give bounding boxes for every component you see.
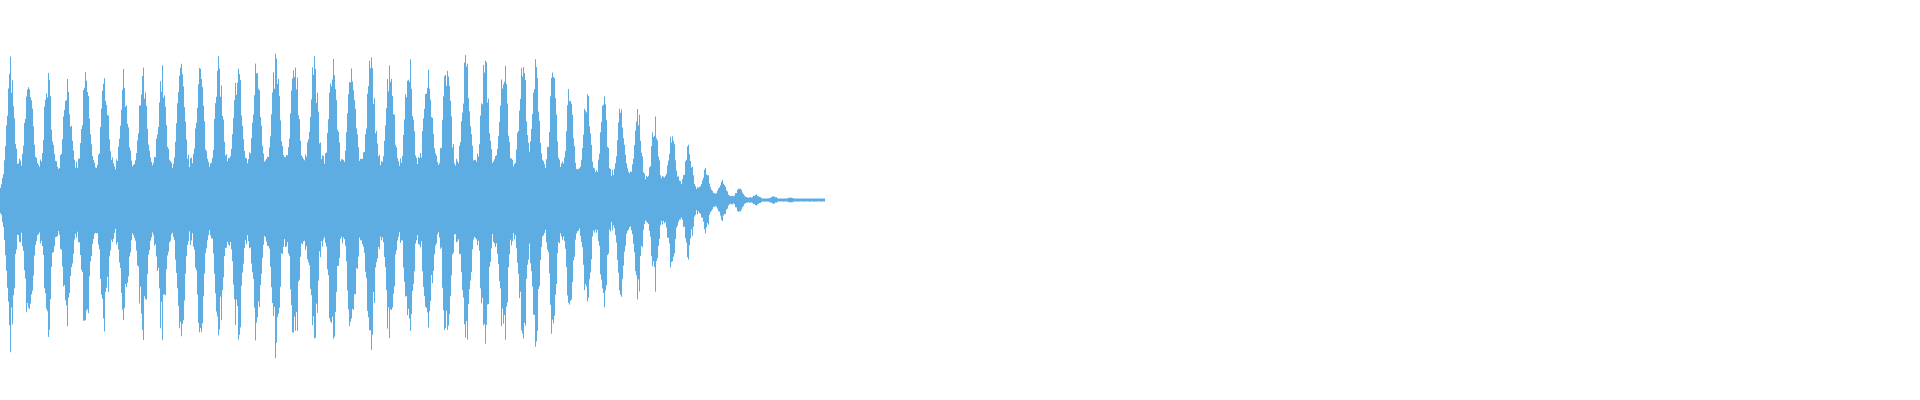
waveform-path	[0, 53, 825, 359]
